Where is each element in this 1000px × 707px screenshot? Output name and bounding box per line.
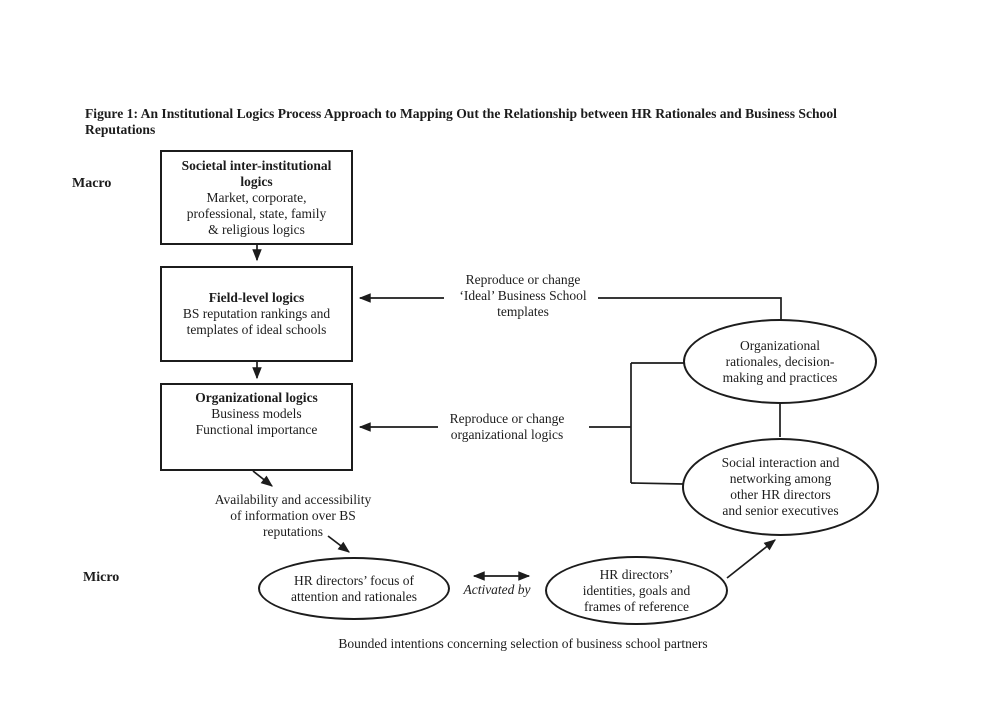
micro-label: Micro (83, 570, 120, 585)
arrow-hr-identities-to-social-interaction (726, 539, 776, 579)
ellipse-org-rationales-text: Organizational rationales, decision- mak… (722, 337, 838, 385)
box-organizational-body: Business models Functional importance (195, 406, 318, 437)
ellipse-hr-focus: HR directors’ focus of attention and rat… (258, 557, 450, 620)
annotation-availability: Availability and accessibility of inform… (214, 492, 372, 539)
bracket-bottom-to-social-interaction (630, 482, 684, 485)
annotation-bounded-intentions: Bounded intentions concerning selection … (338, 636, 708, 651)
figure-title: Figure 1: An Institutional Logics Proces… (85, 106, 837, 137)
annotation-reproduce-org-logics: Reproduce or change organizational logic… (449, 411, 565, 442)
ellipse-org-rationales: Organizational rationales, decision- mak… (683, 319, 877, 404)
line-templates-to-org-rationales-ellipse (598, 297, 782, 320)
box-organizational-title: Organizational logics (195, 390, 318, 405)
box-field-logics: Field-level logics BS reputation ranking… (160, 266, 353, 362)
box-organizational-logics: Organizational logics Business models Fu… (160, 383, 353, 471)
ellipse-social-interaction-text: Social interaction and networking among … (721, 455, 840, 518)
annotation-activated-by: Activated by (463, 582, 531, 597)
ellipse-hr-identities: HR directors’ identities, goals and fram… (545, 556, 728, 625)
ellipse-hr-focus-text: HR directors’ focus of attention and rat… (291, 572, 417, 604)
macro-label: Macro (72, 176, 112, 191)
box-field-title: Field-level logics (208, 290, 305, 305)
arrow-availability-to-hr-focus (327, 535, 350, 553)
box-societal-body: Market, corporate, professional, state, … (186, 189, 327, 237)
box-societal-title: Societal inter-institutional logics (181, 157, 332, 189)
ellipse-social-interaction: Social interaction and networking among … (682, 438, 879, 536)
annotation-reproduce-templates: Reproduce or change ‘Ideal’ Business Sch… (459, 272, 587, 319)
arrow-organizational-to-availability (252, 470, 273, 487)
box-societal-logics: Societal inter-institutional logics Mark… (160, 150, 353, 245)
box-field-body: BS reputation rankings and templates of … (182, 306, 331, 337)
ellipse-hr-identities-text: HR directors’ identities, goals and fram… (582, 566, 691, 614)
